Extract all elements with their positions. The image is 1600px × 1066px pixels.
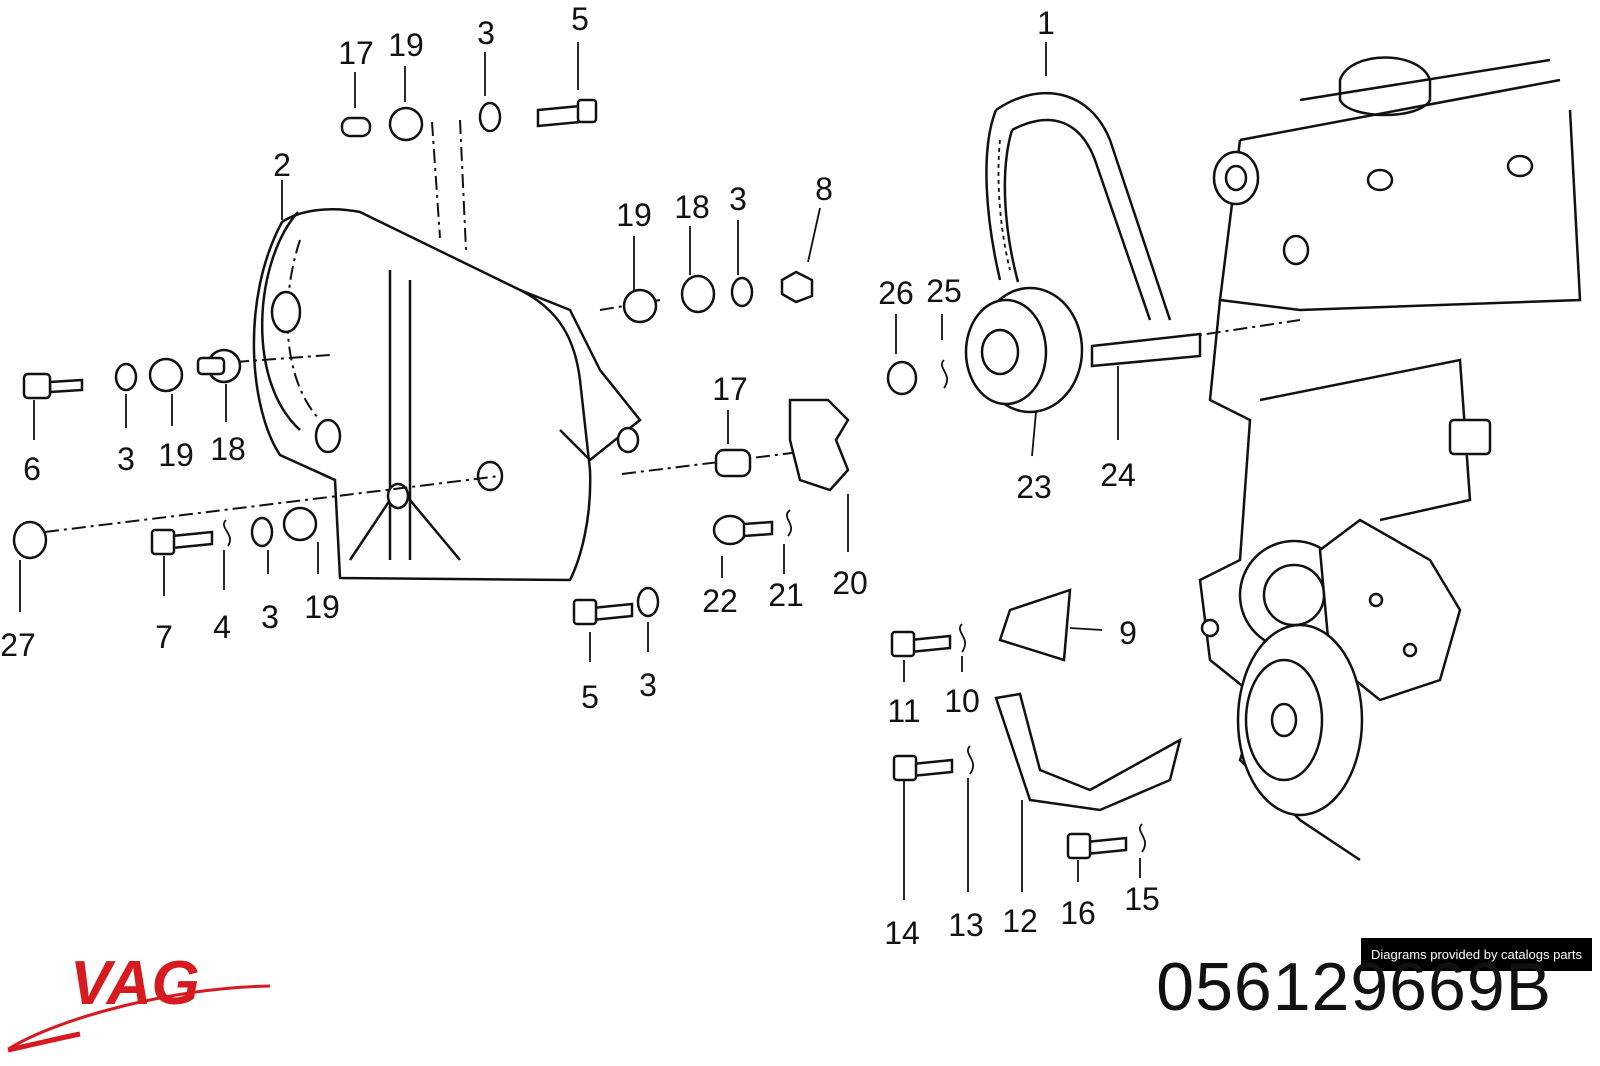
callout-18: 18 <box>674 189 710 225</box>
callout-3: 3 <box>639 667 657 703</box>
callout-19: 19 <box>158 437 194 473</box>
part-number: 056129669B <box>1156 949 1552 1025</box>
vag-logo: VAG <box>7 949 271 1053</box>
brand-name: VAG <box>70 949 200 1018</box>
callout-25: 25 <box>926 273 962 309</box>
engine-block <box>1198 56 1582 862</box>
callout-23: 23 <box>1016 469 1052 505</box>
attribution-badge: Diagrams provided by catalogs parts <box>1361 938 1592 971</box>
callout-27: 27 <box>0 627 36 663</box>
callout-3: 3 <box>729 181 747 217</box>
callout-21: 21 <box>768 577 804 613</box>
callout-26: 26 <box>878 275 914 311</box>
callout-11: 11 <box>887 693 920 729</box>
callout-8: 8 <box>815 171 833 207</box>
callout-19: 19 <box>616 197 652 233</box>
callout-2: 2 <box>273 147 291 183</box>
callout-16: 16 <box>1060 895 1096 931</box>
callout-18: 18 <box>210 431 246 467</box>
callout-22: 22 <box>702 583 738 619</box>
callout-13: 13 <box>948 907 984 943</box>
callout-10: 10 <box>944 683 980 719</box>
callout-7: 7 <box>155 619 173 655</box>
callout-17: 17 <box>712 371 748 407</box>
hardware-parts <box>12 98 1202 860</box>
callout-12: 12 <box>1002 903 1038 939</box>
callout-labels: 1 2 3 3 3 3 3 4 5 5 6 7 8 9 10 11 12 13 … <box>0 1 1160 951</box>
callout-1: 1 <box>1037 5 1055 41</box>
callout-14: 14 <box>884 915 920 951</box>
callout-24: 24 <box>1100 457 1136 493</box>
callout-17: 17 <box>338 35 374 71</box>
callout-19: 19 <box>304 589 340 625</box>
callout-3: 3 <box>117 441 135 477</box>
callout-6: 6 <box>23 451 41 487</box>
callout-20: 20 <box>832 565 868 601</box>
leader-lines <box>19 42 1141 900</box>
callout-9: 9 <box>1119 615 1137 651</box>
callout-4: 4 <box>213 609 231 645</box>
timing-belt <box>985 91 1172 321</box>
timing-belt-cover <box>252 207 642 582</box>
callout-3: 3 <box>477 15 495 51</box>
callout-15: 15 <box>1124 881 1160 917</box>
callout-5: 5 <box>581 679 599 715</box>
callout-19: 19 <box>388 27 424 63</box>
callout-3: 3 <box>261 599 279 635</box>
callout-5: 5 <box>571 1 589 37</box>
